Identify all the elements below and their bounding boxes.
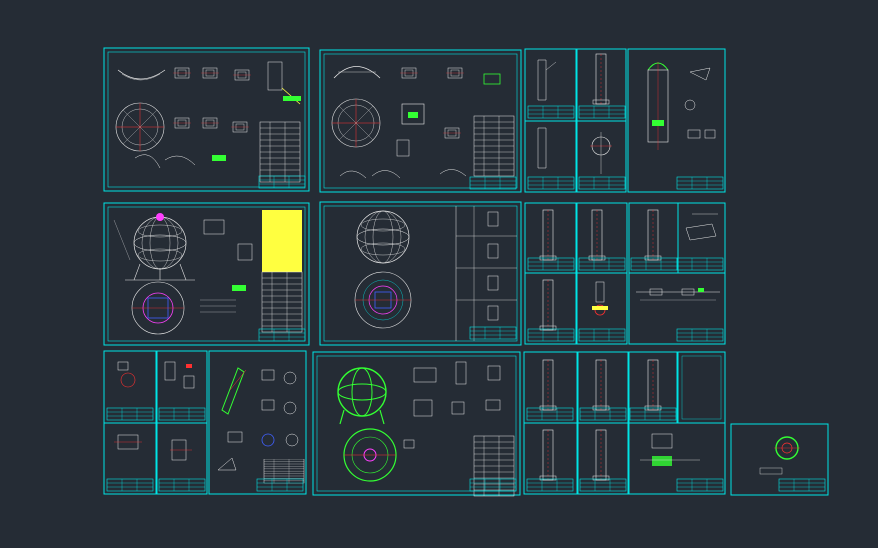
sheet-6[interactable] [576, 120, 627, 193]
sheet-10[interactable] [524, 202, 577, 274]
sheet-17[interactable] [103, 350, 157, 424]
sheet-22[interactable] [312, 351, 521, 497]
sheet-29[interactable] [628, 422, 726, 495]
sheet-9[interactable] [319, 201, 522, 346]
sheet-27[interactable] [628, 351, 678, 424]
sheet-15[interactable] [676, 202, 726, 274]
sheet-5[interactable] [576, 48, 627, 122]
sheet-24[interactable] [523, 422, 578, 495]
sheet-28[interactable] [677, 351, 726, 424]
sheet-18[interactable] [103, 422, 157, 495]
sheet-30[interactable] [730, 423, 829, 496]
sheet-14[interactable] [628, 202, 679, 274]
sheet-23[interactable] [523, 351, 578, 424]
sheet-1[interactable] [103, 47, 310, 192]
sheet-3[interactable] [524, 48, 577, 122]
sheet-25[interactable] [577, 351, 629, 424]
sheet-26[interactable] [577, 422, 629, 495]
sheet-8[interactable] [103, 202, 310, 346]
sheet-2[interactable] [319, 49, 522, 193]
sheet-12[interactable] [576, 202, 628, 274]
sheet-13[interactable] [576, 272, 628, 345]
sheet-11[interactable] [524, 272, 577, 345]
sheet-7[interactable] [627, 48, 726, 193]
sheet-20[interactable] [156, 422, 208, 495]
sheet-16[interactable] [628, 272, 726, 345]
sheet-4[interactable] [524, 120, 577, 193]
sheet-19[interactable] [156, 350, 208, 424]
sheet-21[interactable] [208, 350, 307, 495]
